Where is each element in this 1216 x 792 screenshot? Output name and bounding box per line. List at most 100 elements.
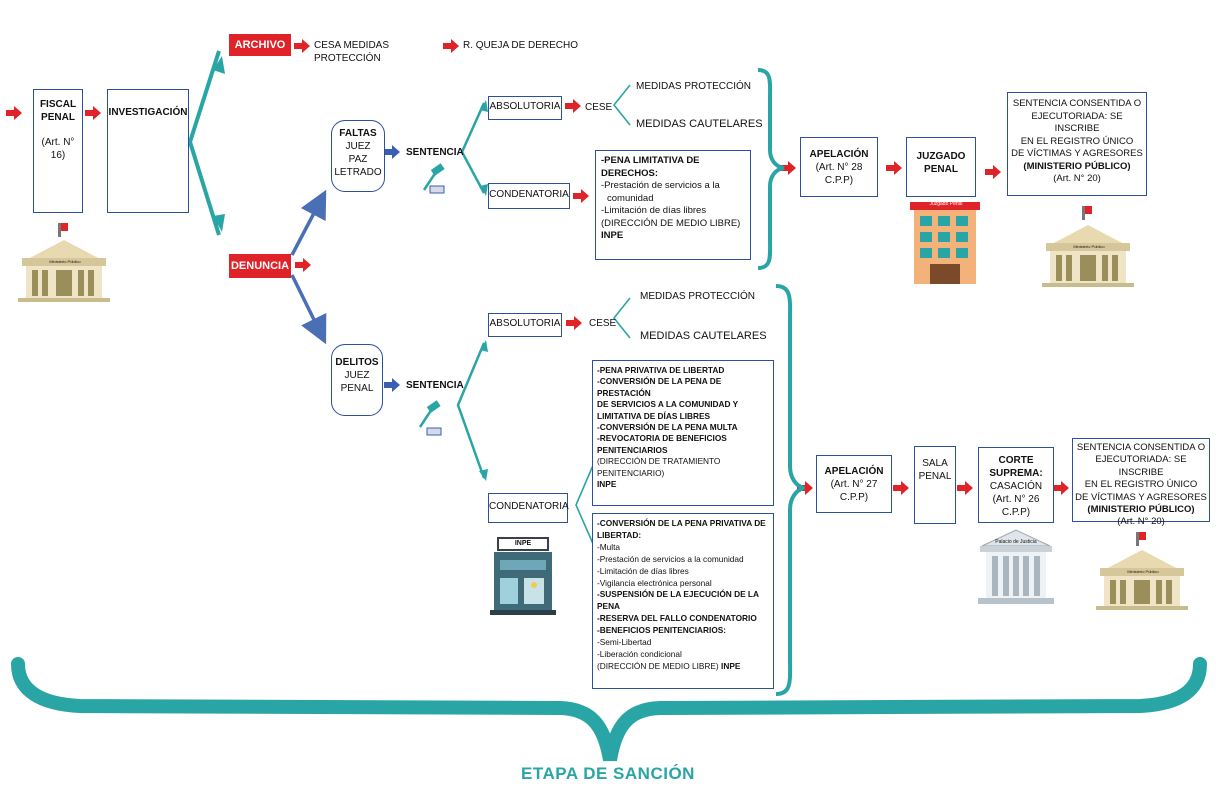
investigacion-box: INVESTIGACIÓN <box>107 89 189 213</box>
sc2-line-4: DE VÍCTIMAS Y AGRESORES <box>1075 491 1207 503</box>
fork-sentencia-delitos <box>456 342 486 479</box>
queja-derecho-label: R. QUEJA DE DERECHO <box>463 40 579 51</box>
arrow-to-corte <box>957 481 973 495</box>
ministerio-sign-right-bottom: Ministerio Público <box>1127 569 1159 574</box>
medidas-proteccion-faltas: MEDIDAS PROTECCIÓN <box>636 81 752 92</box>
dp2-line-7: -SUSPENSIÓN DE LA EJECUCIÓN DE LA PENA <box>597 589 759 612</box>
dp1-line-5: -CONVERSIÓN DE LA PENA MULTA <box>597 422 738 433</box>
delitos-line-3: PENAL <box>340 383 374 394</box>
fiscal-title: FISCAL <box>39 99 77 110</box>
ministerio-publico-building-left <box>18 223 110 302</box>
sentencia-label-delitos: SENTENCIA <box>406 380 464 391</box>
arrow-to-sala <box>893 481 909 495</box>
cese-label-faltas: CESE <box>585 102 613 113</box>
arrow-into-fiscal <box>6 106 22 120</box>
dp1-line-1: -PENA PRIVATIVA DE LIBERTAD <box>597 365 725 375</box>
dp2-line-1: -CONVERSIÓN DE LA PENA PRIVATIVA DE <box>597 518 766 528</box>
arrow-queja <box>443 39 459 53</box>
brace-faltas <box>757 68 785 270</box>
dp1-line-4: LIMITATIVA DE DÍAS LIBRES <box>597 410 711 421</box>
arrow-condenatoria-pena-1 <box>573 189 589 203</box>
faltas-box: FALTAS JUEZ PAZ LETRADO <box>331 120 385 192</box>
dp1-line-10: INPE <box>597 479 617 490</box>
fork-cese-1 <box>612 84 631 126</box>
apelacion-box-1: APELACIÓN (Art. N° 28 C.P.P) <box>800 137 878 197</box>
pena-privativa-box: -PENA PRIVATIVA DE LIBERTAD -CONVERSIÓN … <box>592 360 774 506</box>
sentencia-label-faltas: SENTENCIA <box>406 147 464 158</box>
delitos-box: DELITOS JUEZ PENAL <box>331 344 383 416</box>
fiscal-art: (Art. N° 16) <box>41 137 75 161</box>
dp1-line-7: PENITENCIARIOS <box>597 444 668 455</box>
pena-limitativa-box: -PENA LIMITATIVA DE DERECHOS: -Prestació… <box>595 150 751 260</box>
cesa-medidas-label: CESA MEDIDAS PROTECCIÓN <box>314 40 390 64</box>
sc1-line-5: (MINISTERIO PÚBLICO) <box>1023 160 1131 172</box>
corte-line-1: CORTE <box>998 455 1034 466</box>
inpe-building <box>490 537 556 615</box>
fork-sentencia-faltas <box>460 102 486 194</box>
apelacion-1-title: APELACIÓN <box>809 149 869 160</box>
corte-suprema-box: CORTE SUPREMA: CASACIÓN (Art. N° 26 C.P.… <box>978 447 1054 523</box>
dp1-line-2: -CONVERSIÓN DE LA PENA DE PRESTACIÓN <box>597 376 722 398</box>
apelacion-box-2: APELACIÓN (Art. N° 27 C.P.P) <box>816 455 892 513</box>
corte-line-2: SUPREMA: <box>989 468 1043 479</box>
ministerio-publico-building-right-bottom <box>1096 532 1188 610</box>
dp2-line-12: (DIRECCIÓN DE MEDIO LIBRE) <box>597 660 719 671</box>
pena-line-5: (DIRECCIÓN DE MEDIO LIBRE) <box>601 217 741 229</box>
dp2-line-3: -Multa <box>597 541 621 552</box>
fork-investigacion <box>187 50 221 236</box>
arrow-to-sentencia-consentida-2 <box>1053 481 1069 495</box>
faltas-title: FALTAS <box>339 128 377 139</box>
conversion-pena-box: -CONVERSIÓN DE LA PENA PRIVATIVA DE LIBE… <box>592 513 774 689</box>
sala-penal-box: SALA PENAL <box>914 446 956 524</box>
dp2-line-4: -Prestación de servicios a la comunidad <box>597 553 744 564</box>
arrow-to-sentencia-consentida-1 <box>985 165 1001 179</box>
denuncia-label: DENUNCIA <box>229 254 291 278</box>
dp2-line-10: -Semi-Libertad <box>597 637 652 648</box>
denuncia-to-faltas <box>290 189 327 256</box>
condenatoria-box-faltas: CONDENATORIA <box>488 183 570 209</box>
ministerio-sign-left: Ministerio Público <box>49 259 81 264</box>
dp1-line-3: DE SERVICIOS A LA COMUNIDAD Y <box>597 399 739 410</box>
apelacion-1-art: (Art. N° 28 C.P.P) <box>815 162 863 186</box>
medidas-proteccion-delitos: MEDIDAS PROTECCIÓN <box>640 291 756 302</box>
corte-line-4: (Art. N° 26 C.P.P) <box>992 494 1040 518</box>
sala-line-1: SALA <box>922 458 948 469</box>
arrow-absolutoria-cese-2 <box>566 316 582 330</box>
sc2-line-1: SENTENCIA CONSENTIDA O <box>1076 442 1206 453</box>
juzgado-penal-box: JUZGADO PENAL <box>906 137 976 197</box>
arrow-faltas-sentencia <box>384 145 400 159</box>
juzgado-penal-building <box>910 202 980 284</box>
dp1-line-8: (DIRECCIÓN DE TRATAMIENTO <box>597 456 721 467</box>
gavel-icon-delitos <box>418 400 442 436</box>
sc2-line-2: EJECUTORIADA: SE INSCRIBE <box>1095 454 1187 478</box>
dp1-line-6: -REVOCATORIA DE BENEFICIOS <box>597 433 727 444</box>
dp2-line-13: INPE <box>721 660 741 671</box>
fork-cese-2 <box>612 297 631 339</box>
pena-line-4: -Limitación de días libres <box>601 205 707 216</box>
dp2-line-6: -Vigilancia electrónica personal <box>597 577 712 588</box>
delitos-title: DELITOS <box>335 357 379 368</box>
juzgado-line-1: JUZGADO <box>916 151 966 162</box>
brace-delitos <box>775 284 805 696</box>
arrow-absolutoria-cese-1 <box>565 99 581 113</box>
juzgado-sign: Juzgado Penal <box>929 201 963 207</box>
sc1-line-3: EN EL REGISTRO ÚNICO <box>1020 135 1134 147</box>
arrow-fiscal-to-investigacion <box>85 106 101 120</box>
sala-line-2: PENAL <box>918 471 952 482</box>
etapa-brace <box>11 657 1207 762</box>
fiscal-penal-box: FISCAL PENAL (Art. N° 16) <box>33 89 83 213</box>
fiscal-title-2: PENAL <box>41 112 75 123</box>
dp2-line-2: LIBERTAD: <box>597 529 642 540</box>
sc2-line-3: EN EL REGISTRO ÚNICO <box>1084 479 1198 491</box>
arrow-archivo <box>294 39 310 53</box>
palacio-justicia-building <box>978 529 1054 604</box>
juzgado-line-2: PENAL <box>924 164 958 175</box>
arrow-delitos-sentencia <box>384 378 400 392</box>
sc1-line-4: DE VÍCTIMAS Y AGRESORES <box>1011 148 1143 159</box>
delitos-line-2: JUEZ <box>344 370 370 381</box>
sentencia-consentida-box-2: SENTENCIA CONSENTIDA O EJECUTORIADA: SE … <box>1072 438 1210 527</box>
gavel-icon-faltas <box>422 163 445 194</box>
cese-label-delitos: CESE <box>589 318 617 329</box>
dp2-line-5: -Limitación de días libres <box>597 565 689 576</box>
